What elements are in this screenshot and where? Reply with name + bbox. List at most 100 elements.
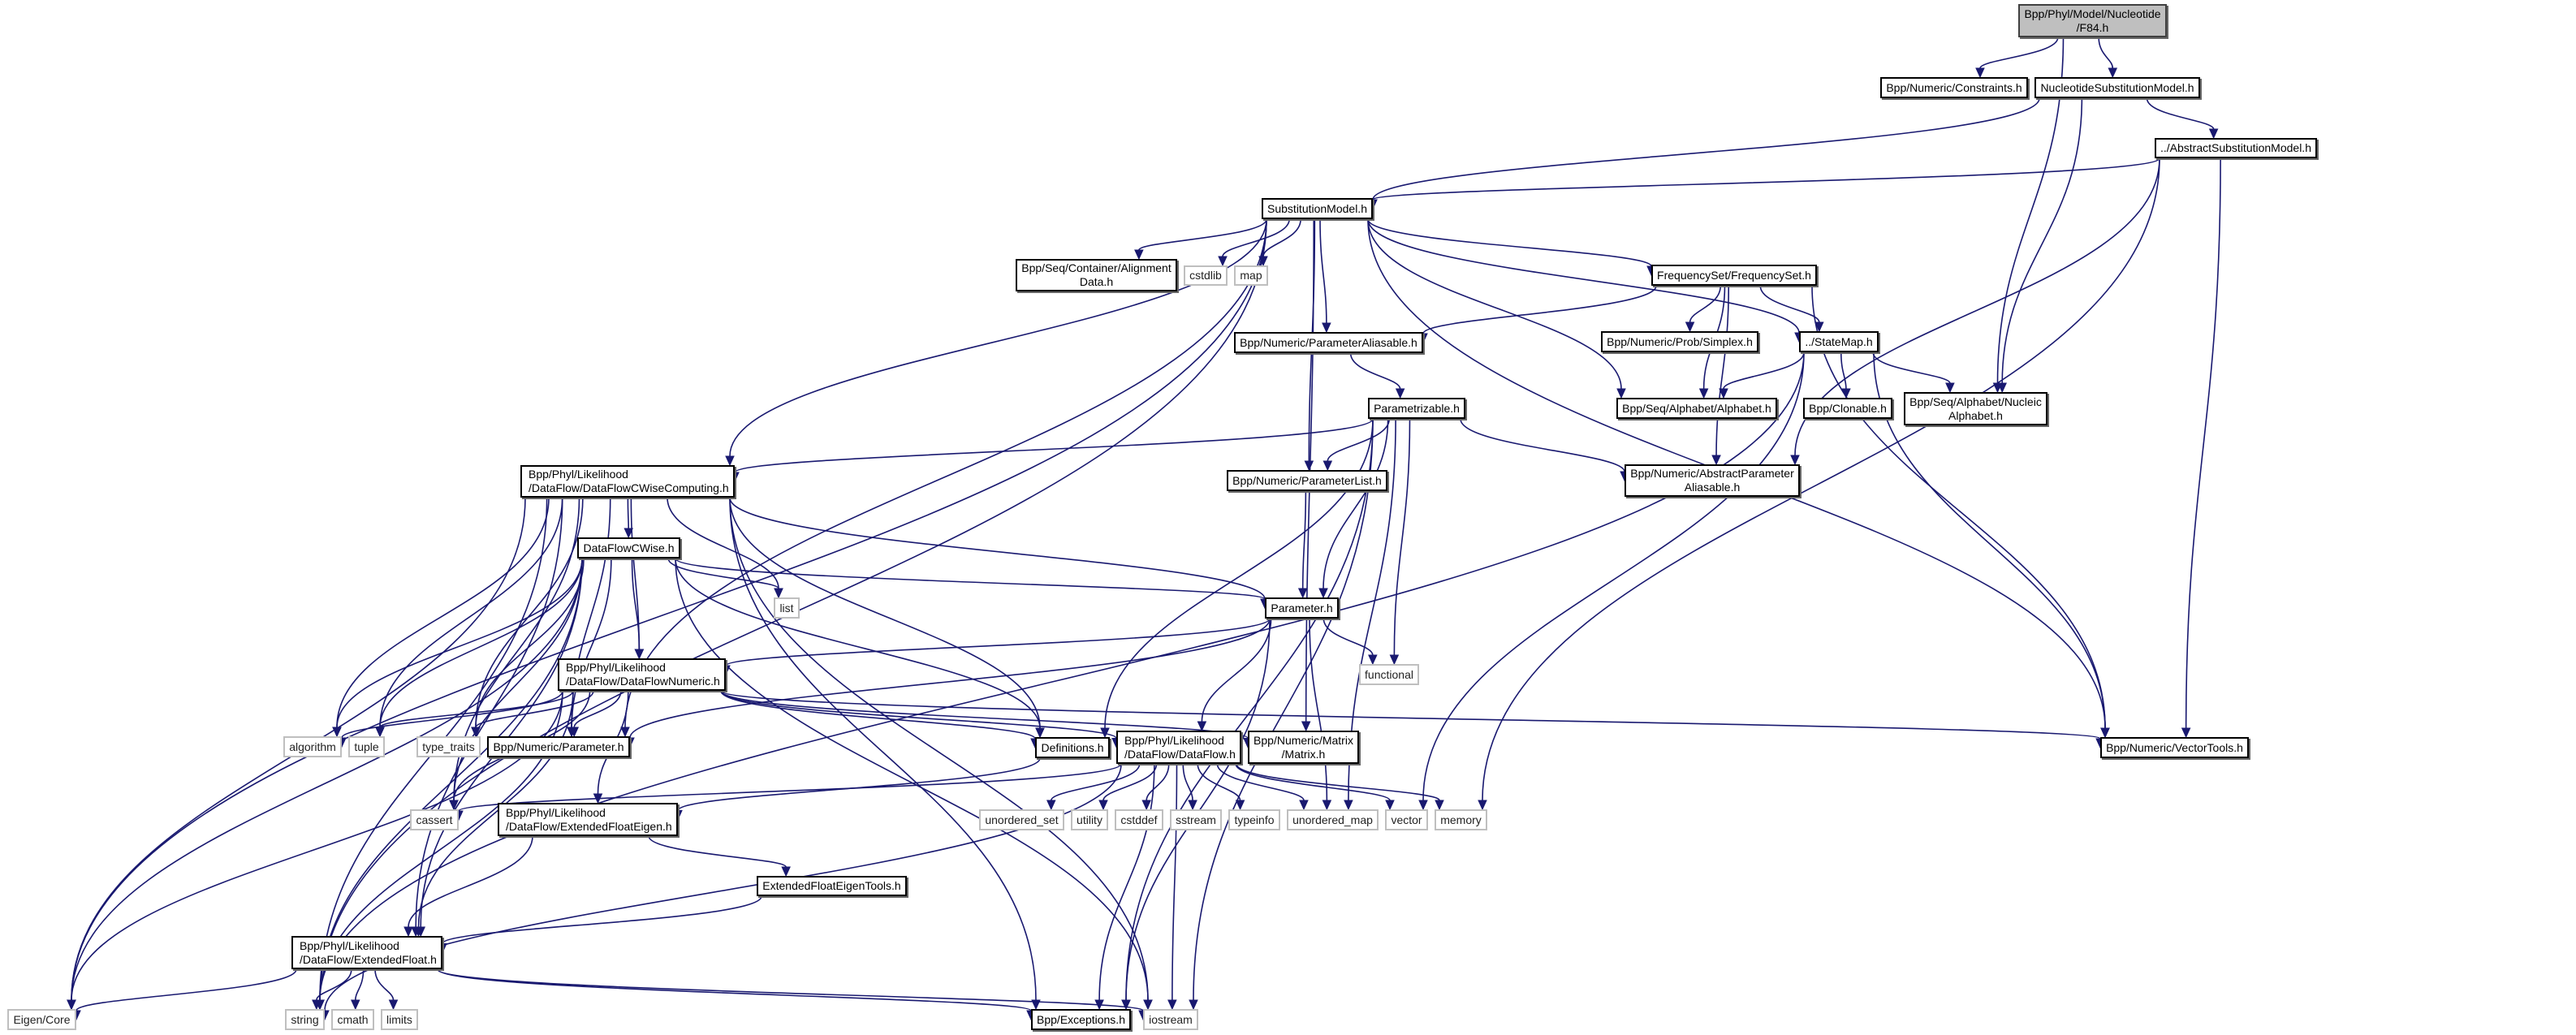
edge-dataflow-to-cassert [458, 763, 1122, 812]
node-freqset[interactable]: FrequencySet/FrequencySet.h [1651, 265, 1817, 286]
arrowhead-nucsubmodel-to-abssubmodel [2208, 128, 2219, 140]
node-paramlist[interactable]: Bpp/Numeric/ParameterList.h [1227, 470, 1387, 491]
edge-submodel-to-freqset [1367, 218, 1652, 267]
edge-dfnumeric-to-numparameter [573, 690, 622, 728]
node-tuple: tuple [348, 736, 385, 757]
node-utility: utility [1071, 809, 1108, 830]
arrowhead-statemap-to-vector [1418, 800, 1428, 811]
edge-dfnumeric-to-dataflow [720, 690, 1117, 740]
edge-abssubmodel-to-submodel [1372, 157, 2160, 201]
node-absparamaliasable[interactable]: Bpp/Numeric/AbstractParameter Aliasable.… [1625, 464, 1800, 497]
edge-freqset-to-vectortools [1811, 285, 2106, 729]
arrowhead-parameterh-to-unorderedmap [1322, 800, 1332, 811]
edge-abssubmodel-to-memory [1482, 157, 2160, 801]
arrowhead-dfnumeric-to-extfloat [413, 926, 424, 938]
node-alphabet[interactable]: Bpp/Seq/Alphabet/Alphabet.h [1616, 398, 1777, 419]
arrowhead-freqset-to-statemap [1814, 321, 1824, 333]
edge-efeigen-to-extfloat [408, 835, 533, 928]
edge-freqset-to-statemap [1759, 285, 1820, 323]
arrowhead-dataflow-to-memory [1435, 800, 1444, 811]
node-unorderedmap: unordered_map [1287, 809, 1379, 830]
arrowhead-dataflow-to-unorderedmap [1299, 800, 1309, 811]
edge-parametrizable-to-functional [1393, 418, 1411, 656]
node-simplex[interactable]: Bpp/Numeric/Prob/Simplex.h [1601, 331, 1758, 352]
arrowhead-submodel-to-aligndata [1134, 249, 1144, 261]
node-efeigen[interactable]: Bpp/Phyl/Likelihood /DataFlow/ExtendedFl… [498, 803, 678, 836]
arrowhead-abssubmodel-to-absparamaliasable [1790, 455, 1800, 466]
node-typetraits: type_traits [416, 736, 481, 757]
edge-extfloat-to-limits [374, 968, 395, 1001]
edge-extfloat-to-iostream [437, 968, 1144, 1011]
edge-dfcwise-to-dfnumeric [631, 558, 641, 650]
node-submodel[interactable]: SubstitutionModel.h [1262, 198, 1373, 219]
edge-dataflow-to-typeinfo [1197, 763, 1241, 801]
node-extfloat[interactable]: Bpp/Phyl/Likelihood /DataFlow/ExtendedFl… [291, 936, 442, 969]
node-nucsubmodel[interactable]: NucleotideSubstitutionModel.h [2034, 77, 2200, 98]
node-clonable[interactable]: Bpp/Clonable.h [1803, 398, 1892, 419]
node-cassert: cassert [410, 809, 459, 830]
edge-dfcwise-to-list [667, 558, 779, 589]
edge-cwisecomputing-to-definitions [729, 497, 1041, 729]
arrowhead-dataflow-to-cstddef [1141, 800, 1151, 811]
node-exceptions[interactable]: Bpp/Exceptions.h [1031, 1009, 1131, 1030]
node-numparameter[interactable]: Bpp/Numeric/Parameter.h [487, 736, 630, 757]
node-dfnumeric[interactable]: Bpp/Phyl/Likelihood /DataFlow/DataFlowNu… [558, 658, 726, 691]
node-efeigentools[interactable]: ExtendedFloatEigenTools.h [757, 876, 907, 896]
edge-parameterh-to-numparameter [629, 618, 1271, 739]
arrowhead-parametrizable-to-functional [1389, 654, 1400, 666]
edge-dfnumeric-to-vectortools [720, 690, 2101, 740]
node-vectortools[interactable]: Bpp/Numeric/VectorTools.h [2100, 737, 2249, 758]
edge-dataflow-to-sstream [1182, 763, 1193, 801]
edge-efeigen-to-efeigentools [648, 835, 787, 868]
node-dataflow[interactable]: Bpp/Phyl/Likelihood /DataFlow/DataFlow.h [1116, 731, 1241, 764]
arrowhead-dfnumeric-to-typetraits [471, 727, 481, 738]
edge-efeigentools-to-extfloat [442, 895, 762, 945]
node-nucalphabet[interactable]: Bpp/Seq/Alphabet/Nucleic Alphabet.h [1904, 392, 2047, 425]
node-aligndata[interactable]: Bpp/Seq/Container/Alignment Data.h [1016, 259, 1177, 291]
edge-dfcwise-to-string [319, 558, 583, 1001]
arrowhead-paramaliasable-to-parametrizable [1395, 388, 1405, 399]
edge-submodel-to-eigencore [71, 218, 1267, 1001]
arrowhead-dataflow-to-sstream [1188, 800, 1197, 811]
node-statemap[interactable]: ../StateMap.h [1799, 331, 1879, 352]
edge-submodel-to-paramaliasable [1319, 218, 1327, 324]
arrowhead-submodel-to-paramlist [1304, 460, 1314, 472]
arrowhead-submodel-to-paramaliasable [1322, 322, 1331, 334]
edge-dataflow-to-vector [1235, 763, 1391, 801]
node-parameterh[interactable]: Parameter.h [1265, 597, 1339, 619]
edge-parametrizable-to-parameterh [1323, 418, 1389, 589]
node-dfcwise[interactable]: DataFlowCWise.h [577, 537, 680, 558]
edge-cwisecomputing-to-algorithm [336, 497, 550, 728]
arrowhead-dfcwise-to-iostream [1143, 999, 1153, 1011]
node-limits: limits [381, 1009, 418, 1030]
node-f84[interactable]: Bpp/Phyl/Model/Nucleotide /F84.h [2018, 4, 2167, 37]
node-abssubmodel[interactable]: ../AbstractSubstitutionModel.h [2155, 138, 2317, 158]
node-cstddef: cstddef [1115, 809, 1163, 830]
node-paramaliasable[interactable]: Bpp/Numeric/ParameterAliasable.h [1234, 332, 1423, 353]
edge-dfnumeric-to-definitions [720, 690, 1036, 740]
node-definitions[interactable]: Definitions.h [1035, 737, 1110, 758]
node-algorithm: algorithm [283, 736, 342, 757]
node-matrix[interactable]: Bpp/Numeric/Matrix /Matrix.h [1248, 731, 1359, 764]
edge-submodel-to-alphabet [1367, 218, 1622, 390]
edge-extfloat-to-cmath [354, 968, 365, 1001]
edge-parametrizable-to-exceptions [1125, 418, 1374, 1001]
edge-parametrizable-to-cwisecomputing [734, 418, 1374, 473]
edge-f84-to-constraints [1979, 37, 2059, 69]
arrowhead-abssubmodel-to-memory [1478, 800, 1487, 811]
node-parametrizable[interactable]: Parametrizable.h [1368, 398, 1465, 419]
node-constraints[interactable]: Bpp/Numeric/Constraints.h [1880, 77, 2028, 98]
arrowhead-parametrizable-to-definitions [1100, 727, 1110, 739]
arrowhead-submodel-to-alphabet [1616, 388, 1626, 399]
edge-dfcwise-to-definitions [675, 558, 1041, 729]
node-cwisecomputing[interactable]: Bpp/Phyl/Likelihood /DataFlow/DataFlowCW… [520, 465, 735, 498]
node-typeinfo: typeinfo [1228, 809, 1280, 830]
arrowhead-abssubmodel-to-vectortools [2181, 727, 2191, 739]
edge-parameterh-to-unorderedmap [1309, 618, 1328, 801]
edge-dataflow-to-cstddef [1146, 763, 1170, 801]
node-functional: functional [1359, 664, 1419, 685]
edge-extfloat-to-string [316, 968, 352, 1001]
arrowhead-paramlist-to-parameterh [1297, 588, 1308, 599]
arrowhead-parametrizable-to-iostream [1189, 999, 1198, 1011]
edge-cwisecomputing-to-list [667, 497, 779, 589]
